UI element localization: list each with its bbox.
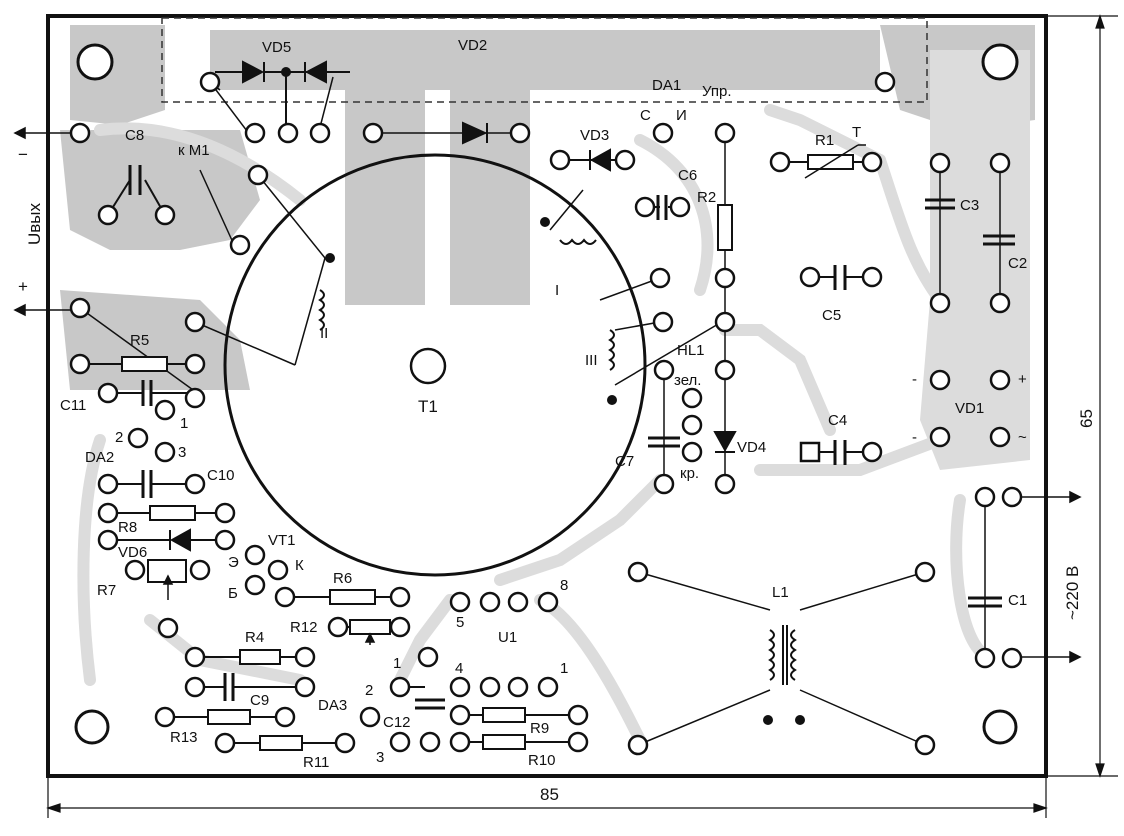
label-vd1-minus1: - xyxy=(912,371,917,388)
label-vd5: VD5 xyxy=(262,39,291,56)
label-zel: зел. xyxy=(674,372,701,389)
label-c6: C6 xyxy=(678,167,697,184)
label-km1: к М1 xyxy=(178,142,210,159)
label-vd1: VD1 xyxy=(955,400,984,417)
transformer-t1-outline xyxy=(223,153,647,577)
label-i-winding: I xyxy=(555,282,559,299)
da1-outline xyxy=(161,17,928,103)
label-c9: C9 xyxy=(250,692,269,709)
label-height-65: 65 xyxy=(1077,409,1096,428)
label-vd1-plus: + xyxy=(1018,371,1027,388)
label-da2: DA2 xyxy=(85,449,114,466)
label-c10: C10 xyxy=(207,467,235,484)
label-vt1: VT1 xyxy=(268,532,296,549)
labels: VD5 VD2 DA1 Упр. С И VD3 R1 T C8 к М1 C6… xyxy=(18,37,1096,804)
windings xyxy=(318,238,797,681)
label-pin3-da2: 3 xyxy=(178,444,186,461)
label-b: Б xyxy=(228,585,238,602)
label-c12: C12 xyxy=(383,714,411,731)
label-r13: R13 xyxy=(170,729,198,746)
label-c1: C1 xyxy=(1008,592,1027,609)
label-output-plus: + xyxy=(18,277,28,296)
label-r9: R9 xyxy=(530,720,549,737)
label-pin1-da2: 1 xyxy=(180,415,188,432)
label-c4: C4 xyxy=(828,412,847,429)
label-vd4: VD4 xyxy=(737,439,766,456)
label-ii: II xyxy=(320,325,328,342)
label-da1-ctrl: Упр. xyxy=(702,83,732,100)
label-r12: R12 xyxy=(290,619,318,636)
label-s: С xyxy=(640,107,651,124)
label-t: T xyxy=(852,124,861,141)
label-r6: R6 xyxy=(333,570,352,587)
label-e: Э xyxy=(228,554,239,571)
c4-square-pad xyxy=(799,441,821,463)
label-width-85: 85 xyxy=(540,785,559,804)
label-pin2-da2: 2 xyxy=(115,429,123,446)
label-pin4: 4 xyxy=(455,660,463,677)
terminal-arrows xyxy=(13,126,1082,664)
component-leads xyxy=(79,76,1001,746)
dimension-lines xyxy=(46,14,1118,818)
label-da1: DA1 xyxy=(652,77,681,94)
label-c7: C7 xyxy=(615,453,634,470)
label-hl1: HL1 xyxy=(677,342,705,359)
label-c11: C11 xyxy=(60,397,86,414)
label-output-minus: − xyxy=(18,145,28,164)
label-da3: DA3 xyxy=(318,697,347,714)
label-mains: ~220 В xyxy=(1063,566,1082,620)
label-r11: R11 xyxy=(303,754,329,771)
pads xyxy=(69,71,1023,756)
label-r4: R4 xyxy=(245,629,264,646)
label-r1: R1 xyxy=(815,132,834,149)
label-pin8: 8 xyxy=(560,577,568,594)
diodes xyxy=(169,60,737,552)
label-c8: C8 xyxy=(125,127,144,144)
label-pin2-da3: 2 xyxy=(365,682,373,699)
label-pin5: 5 xyxy=(456,614,464,631)
label-i: И xyxy=(676,107,687,124)
label-pin1-u1: 1 xyxy=(560,660,568,677)
label-kr: кр. xyxy=(680,465,699,482)
label-pin1-da3: 1 xyxy=(393,655,401,672)
label-c2: C2 xyxy=(1008,255,1027,272)
label-vd6: VD6 xyxy=(118,544,147,561)
label-vd2: VD2 xyxy=(458,37,487,54)
label-l1: L1 xyxy=(772,584,789,601)
label-vd1-minus2: - xyxy=(912,429,917,446)
label-r10: R10 xyxy=(528,752,556,769)
label-t1: T1 xyxy=(418,397,438,416)
label-k: К xyxy=(295,557,304,574)
label-c3: C3 xyxy=(960,197,979,214)
mounting-holes xyxy=(74,43,1019,745)
label-pin3-da3: 3 xyxy=(376,749,384,766)
label-r2: R2 xyxy=(697,189,716,206)
label-r5: R5 xyxy=(130,332,149,349)
capacitor-plates xyxy=(128,165,1015,710)
label-iii: III xyxy=(585,352,598,369)
transformer-t1-hole xyxy=(409,347,447,385)
label-vd1-tilde: ~ xyxy=(1018,429,1027,446)
label-c5: C5 xyxy=(822,307,841,324)
polarity-dots xyxy=(325,217,805,725)
label-u1: U1 xyxy=(498,629,517,646)
label-r7: R7 xyxy=(97,582,116,599)
label-vd3: VD3 xyxy=(580,127,609,144)
label-r8: R8 xyxy=(118,519,137,536)
label-output-voltage: Uвых xyxy=(25,202,44,245)
